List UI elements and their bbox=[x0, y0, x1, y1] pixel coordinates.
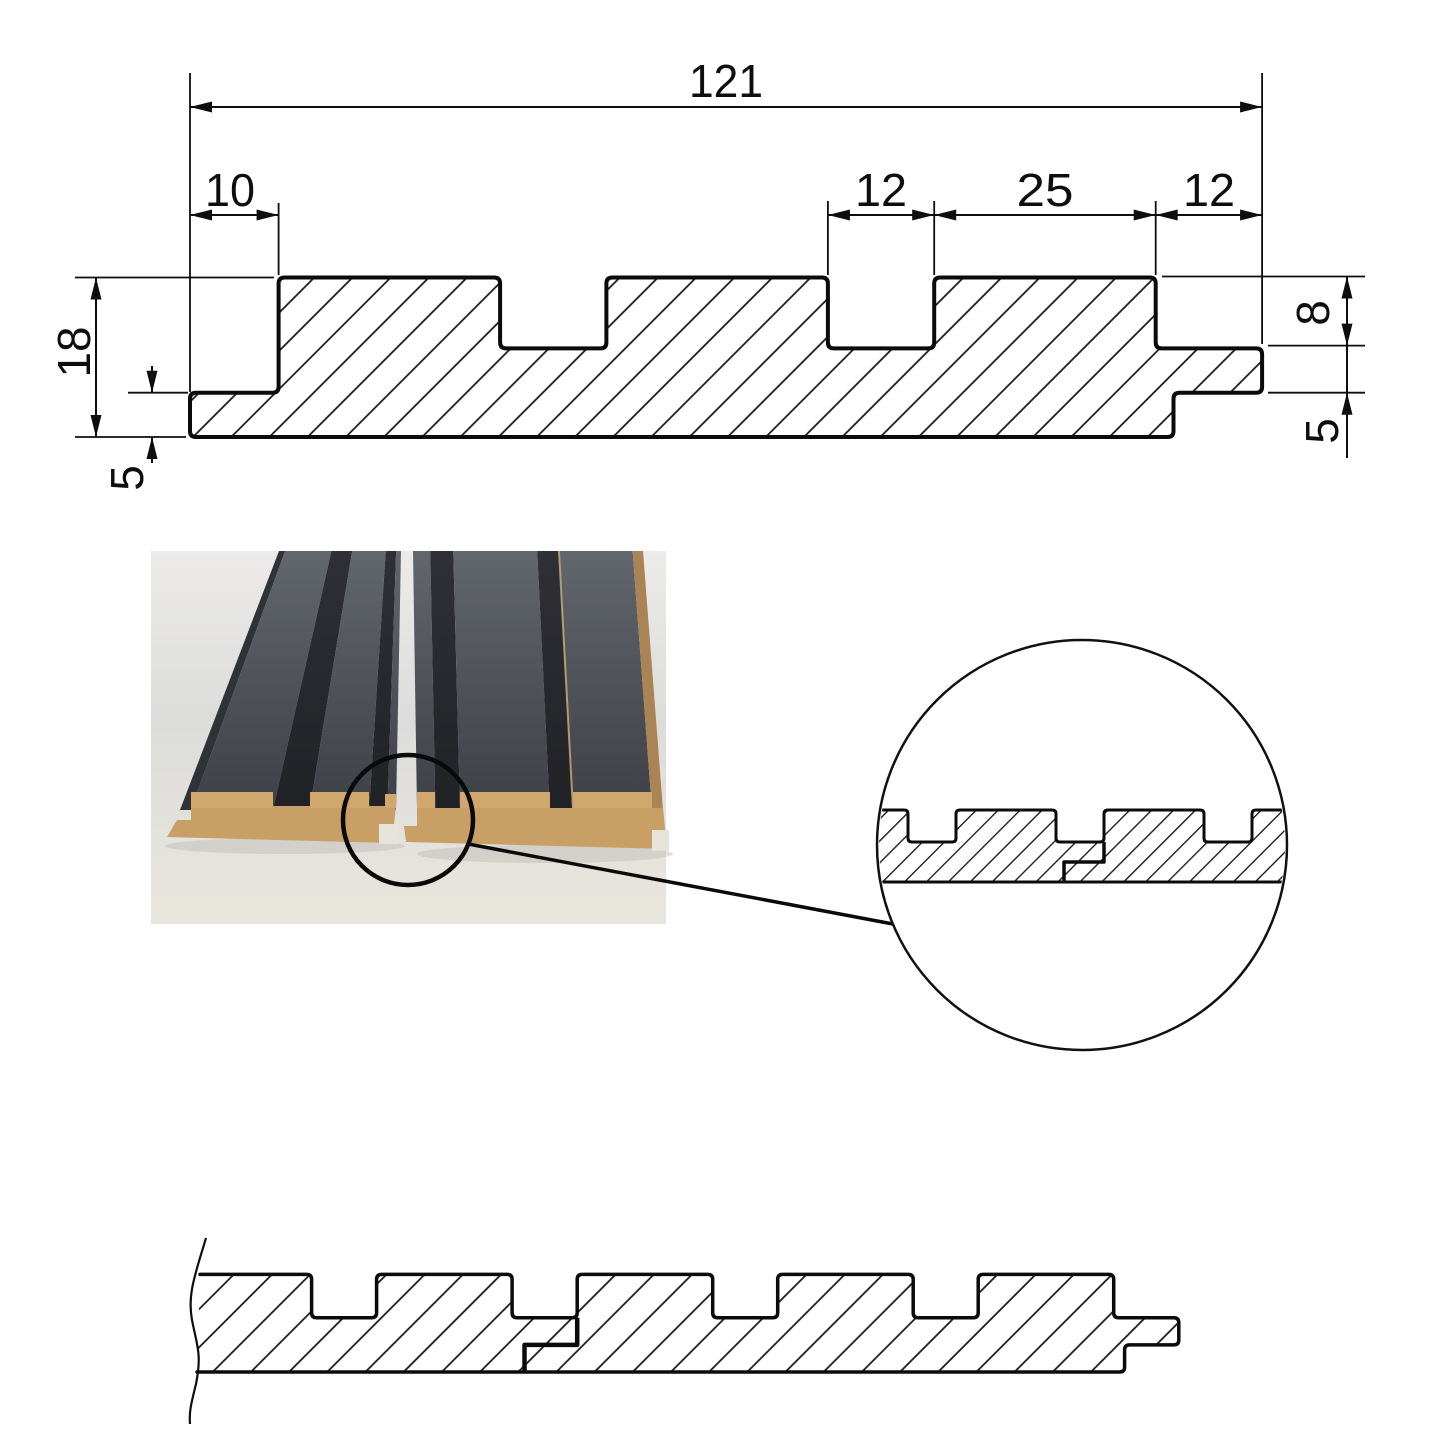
joint-detail-view bbox=[875, 638, 1289, 1052]
bottom-assembly-drawing bbox=[188, 1237, 1181, 1425]
photo-slat-stripe bbox=[559, 551, 652, 810]
dim-lip-thickness: 5 bbox=[101, 366, 188, 491]
dim-lip-thickness-label: 5 bbox=[101, 465, 153, 491]
photo-slat-stripe bbox=[413, 551, 436, 810]
detail-lap-joint-seam bbox=[1062, 842, 1106, 882]
dim-groove-slat-step: 12 25 12 bbox=[827, 164, 1263, 275]
photo-slat-stripe bbox=[190, 551, 332, 810]
photo-groove-stripe bbox=[272, 551, 353, 810]
dim-thickness: 18 bbox=[48, 276, 274, 438]
dim-groove-depth-label: 8 bbox=[1287, 300, 1339, 326]
panel-cross-section bbox=[188, 275, 1265, 439]
dim-thickness-label: 18 bbox=[48, 327, 100, 378]
detail-leader-line bbox=[467, 842, 894, 926]
photo-right-panel bbox=[413, 551, 663, 810]
break-line bbox=[188, 1237, 208, 1425]
dim-total-width-label: 121 bbox=[689, 55, 763, 107]
photo-groove-stripe bbox=[430, 551, 461, 810]
dim-tongue-thickness: 5 bbox=[1296, 392, 1353, 444]
joint-highlight-circle bbox=[340, 752, 476, 888]
photo-left-panel-end-face bbox=[167, 792, 398, 844]
assembly-section-fill bbox=[197, 1274, 1179, 1372]
tongue-step-notch-right bbox=[652, 830, 669, 851]
photo-slat-stripe bbox=[309, 551, 386, 810]
dim-groove-width-label: 12 bbox=[855, 164, 907, 216]
dim-groove-depth: 8 bbox=[1162, 275, 1365, 458]
photo-brass-edge-line bbox=[558, 550, 574, 811]
photo-slat-stripe bbox=[453, 551, 550, 810]
dim-right-step-label: 12 bbox=[1183, 164, 1235, 216]
dim-left-lip: 10 bbox=[190, 164, 280, 275]
photo-groove-stripe bbox=[537, 551, 574, 810]
photo-left-panel bbox=[180, 551, 401, 810]
panel-shadow-right bbox=[417, 845, 673, 863]
detail-joined-panels-section bbox=[879, 808, 1285, 884]
photo-groove-stripe bbox=[369, 551, 397, 810]
photo-slat-stripe bbox=[387, 551, 401, 810]
photo-edge2-stripe bbox=[632, 551, 663, 810]
dim-tongue-thickness-label: 5 bbox=[1296, 418, 1348, 444]
photo-edge-stripe bbox=[180, 551, 286, 810]
dim-left-lip-label: 10 bbox=[205, 164, 255, 216]
dim-total-width: 121 bbox=[189, 55, 1263, 392]
assembly-lap-joint-seam bbox=[522, 1317, 580, 1372]
tongue-step-notch bbox=[379, 824, 398, 844]
dim-slat-width-label: 25 bbox=[1017, 164, 1074, 216]
top-section-drawing: 121 10 12 25 12 bbox=[48, 55, 1365, 491]
product-photo bbox=[151, 550, 673, 924]
assembly-section-outline bbox=[195, 1272, 1181, 1374]
